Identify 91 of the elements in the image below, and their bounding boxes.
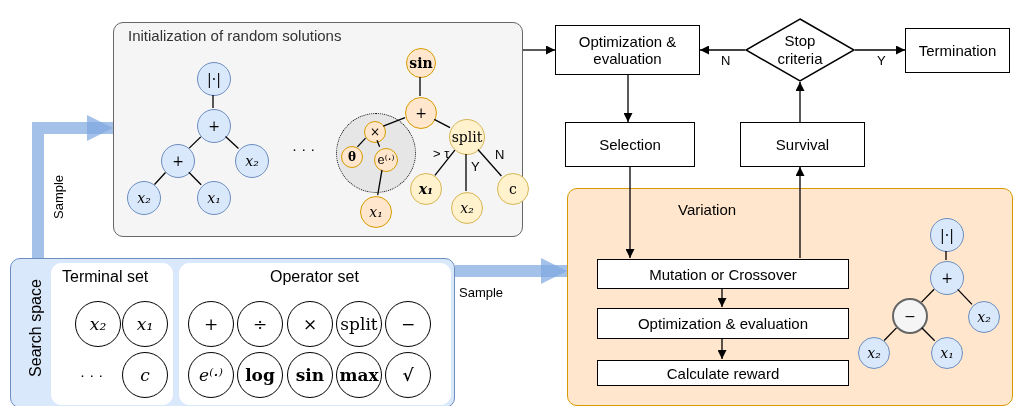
ellipsis: · · · — [80, 366, 104, 383]
tree-node-circle: sin — [406, 48, 436, 78]
symbol-circle: split — [336, 301, 382, 347]
group-title: Variation — [678, 201, 737, 218]
set-panel — [179, 263, 451, 405]
set-panel — [51, 263, 173, 405]
connector-line — [356, 137, 367, 148]
group-title: Initialization of random solutions — [128, 27, 342, 44]
tree-node-circle: x₁ — [410, 173, 442, 205]
symbol-circle: e⁽·⁾ — [188, 352, 234, 398]
connector-line — [434, 149, 456, 177]
connector-line — [419, 76, 421, 97]
group-title: Search space — [27, 278, 45, 379]
connector-line — [883, 327, 898, 342]
symbol-circle: ÷ — [237, 301, 283, 347]
symbol-circle: + — [188, 301, 234, 347]
edge-label: Sample — [458, 286, 505, 300]
tree-node-circle: x₂ — [235, 144, 269, 178]
sample-arrow — [32, 115, 113, 258]
group-title: Operator set — [270, 268, 359, 286]
tree-node-circle: − — [892, 298, 928, 334]
connector-line — [465, 153, 467, 192]
tree-node-circle: x₂ — [858, 337, 890, 369]
group-panel — [567, 188, 1013, 406]
connector-line — [477, 148, 503, 177]
tree-node-circle: |·| — [930, 218, 964, 252]
sample-arrow — [455, 258, 567, 284]
edge-label: N — [720, 54, 732, 68]
connector-line — [921, 327, 936, 342]
connector-line — [957, 288, 973, 306]
tree-node-circle: x₁ — [197, 181, 231, 215]
tree-node-circle: θ — [341, 146, 363, 168]
symbol-circle: √ — [385, 352, 431, 398]
ellipsis: · · · — [292, 140, 316, 157]
connector-line — [945, 250, 947, 261]
connector-line — [382, 117, 406, 127]
symbol-circle: x₁ — [122, 301, 168, 347]
arrow — [522, 45, 556, 55]
arrow — [717, 337, 727, 360]
arrow — [795, 81, 805, 123]
edge-label: N — [494, 148, 506, 162]
symbol-circle: sin — [287, 352, 333, 398]
connector-line — [153, 171, 167, 186]
group-panel — [10, 258, 455, 406]
process-box: Selection — [565, 122, 695, 167]
process-box: Calculate reward — [597, 360, 849, 386]
connector-line — [376, 139, 381, 148]
symbol-circle: x₂ — [75, 301, 121, 347]
tree-node-circle: x₂ — [451, 192, 483, 224]
tree-node-circle: x₁ — [931, 337, 963, 369]
process-box: Optimization & evaluation — [597, 308, 849, 339]
tree-node-circle: e⁽·⁾ — [374, 148, 398, 172]
arrow — [795, 166, 805, 259]
tree-node-circle: split — [449, 119, 485, 155]
decision-diamond: Stop criteria — [745, 18, 855, 82]
edge-label: Y — [470, 160, 481, 174]
connector-line — [212, 94, 214, 109]
symbol-circle: − — [385, 301, 431, 347]
process-box: Mutation or Crossover — [597, 259, 849, 289]
symbol-circle: max — [336, 352, 382, 398]
connector-line — [377, 169, 383, 196]
arrow — [699, 45, 746, 55]
edge-label: Y — [876, 54, 887, 68]
tree-node-circle: c — [497, 173, 529, 205]
process-box: Optimization & evaluation — [555, 25, 700, 75]
tree-node-circle: + — [930, 261, 964, 295]
edge-label: > τ — [432, 147, 451, 161]
process-box: Termination — [905, 28, 1010, 73]
connector-line — [188, 171, 202, 186]
connector-line — [188, 136, 202, 149]
arrow — [717, 287, 727, 308]
symbol-circle: log — [237, 352, 283, 398]
symbol-circle: c — [122, 352, 168, 398]
process-box: Survival — [740, 122, 865, 167]
connector-line — [433, 118, 451, 129]
tree-node-circle: × — [364, 121, 386, 143]
connector-line — [224, 135, 240, 150]
tree-node-circle: + — [405, 97, 437, 129]
tree-node-circle: x₁ — [360, 196, 392, 228]
arrow — [625, 166, 635, 259]
tree-node-circle: + — [197, 109, 231, 143]
group-title: Terminal set — [62, 268, 149, 286]
tree-node-circle: |·| — [197, 62, 231, 96]
tree-node-circle: + — [161, 144, 195, 178]
connector-line — [920, 288, 935, 303]
tree-node-circle: x₂ — [127, 181, 161, 215]
edge-label: Sample — [52, 173, 66, 220]
symbol-circle: × — [287, 301, 333, 347]
tree-node-circle: x₂ — [968, 301, 1000, 333]
arrow — [623, 74, 633, 123]
arrow — [854, 45, 906, 55]
